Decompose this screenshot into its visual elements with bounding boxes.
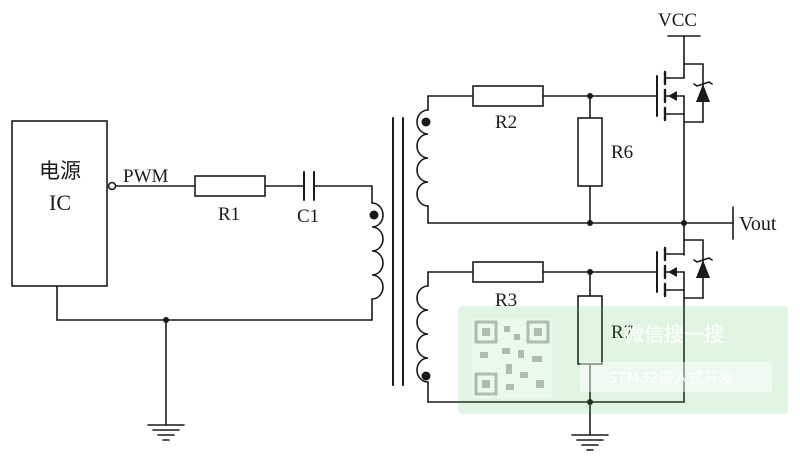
qr-code-icon	[472, 318, 552, 398]
secondary-winding-top	[416, 109, 429, 207]
primary-dot	[369, 210, 379, 220]
ground-symbol-left	[147, 424, 185, 441]
ground-symbol-right	[571, 434, 609, 451]
r1-label: R1	[218, 204, 240, 225]
power-ic-block	[11, 120, 108, 287]
pwm-label: PWM	[123, 166, 169, 187]
watermark: 微信搜一搜 STM32嵌入式开发	[458, 306, 788, 414]
watermark-subtitle: STM32嵌入式开发	[608, 369, 734, 387]
watermark-search-bar	[580, 362, 772, 392]
secondary-bottom-dot	[421, 371, 431, 381]
mosfet-bottom	[656, 239, 713, 403]
resistor-r3	[472, 261, 544, 283]
secondary-top-dot	[421, 117, 431, 127]
secondary-winding-bottom	[416, 285, 429, 383]
primary-winding	[371, 202, 384, 300]
vout-label: Vout	[739, 213, 777, 235]
vcc-label: VCC	[658, 10, 697, 31]
pwm-pin	[107, 181, 117, 191]
capacitor-c1	[303, 171, 315, 201]
resistor-r6	[577, 117, 603, 187]
ic-label-cn: 电源	[39, 159, 81, 183]
c1-label: C1	[297, 206, 319, 227]
watermark-title: 微信搜一搜	[624, 322, 724, 346]
r6-label: R6	[611, 142, 633, 163]
r2-label: R2	[495, 112, 517, 133]
r7-label: R7	[611, 322, 633, 343]
resistor-r1	[194, 175, 266, 197]
ic-label: IC	[49, 190, 71, 215]
mosfet-top	[656, 35, 713, 256]
resistor-r2	[472, 85, 544, 107]
r3-label: R3	[495, 290, 517, 311]
